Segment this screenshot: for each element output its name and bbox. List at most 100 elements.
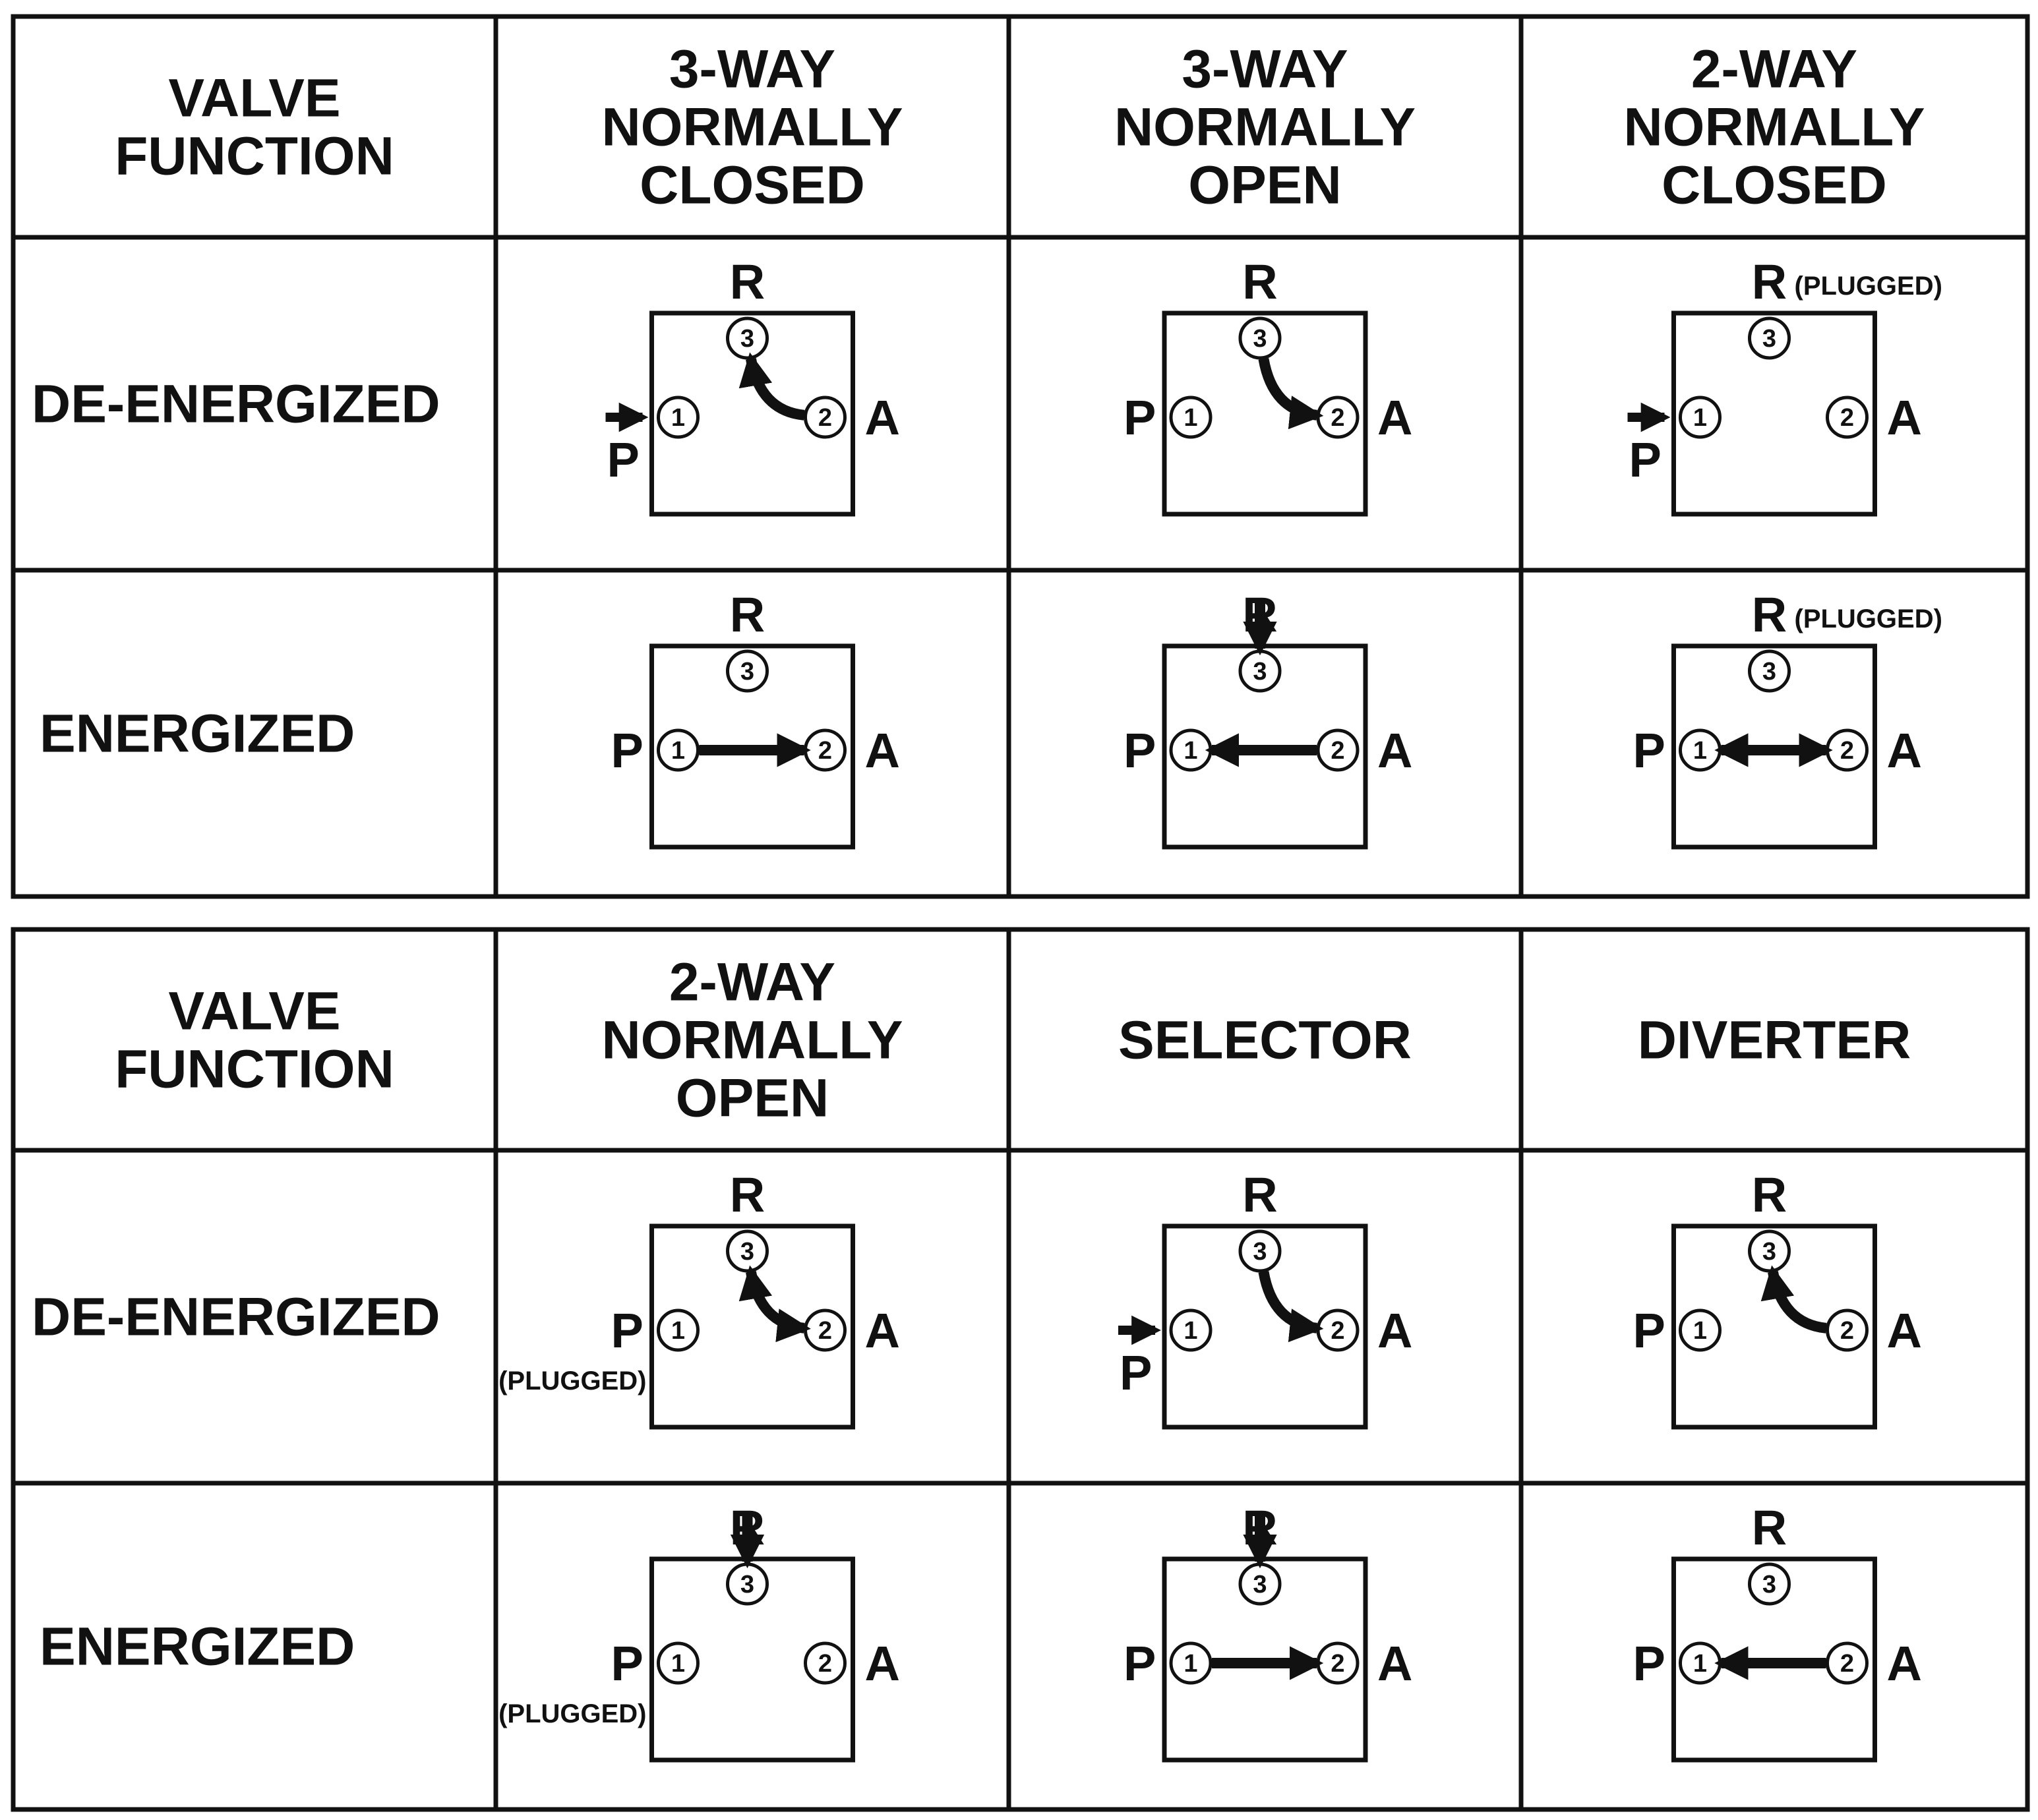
- port-letter-r: R: [1752, 587, 1787, 642]
- port-letter-a: A: [1377, 723, 1412, 778]
- port-letter-a: A: [1377, 1636, 1412, 1691]
- header-valve-function: VALVE: [168, 69, 340, 129]
- port-3-number: 3: [740, 1238, 754, 1266]
- header-valve-function: FUNCTION: [115, 127, 394, 187]
- port-letter-a: A: [865, 723, 900, 778]
- port-1-circle: [657, 1641, 700, 1685]
- column-header-1: CLOSED: [640, 156, 865, 216]
- port-1-number: 1: [671, 1317, 685, 1345]
- port-3-circle: [726, 649, 769, 693]
- port-3-number: 3: [1762, 1571, 1776, 1599]
- port-letter-p: P: [611, 1636, 644, 1691]
- port-letter-a: A: [1887, 1303, 1922, 1358]
- port-2-circle: [1826, 1641, 1869, 1685]
- port-3-number: 3: [1762, 1238, 1776, 1266]
- port-1-number: 1: [1184, 737, 1197, 765]
- row-label-energized: ENERGIZED: [40, 704, 355, 764]
- port-1-circle: [1169, 396, 1213, 439]
- flow-arrow-2-to-3: [1760, 1265, 1827, 1334]
- port-letter-r: R: [730, 254, 765, 309]
- valve-body: [649, 310, 855, 517]
- port-3-number: 3: [740, 325, 754, 353]
- column-header-2: 3-WAY: [1182, 40, 1348, 100]
- table-border: [11, 927, 2030, 1812]
- port-3-number: 3: [1253, 1238, 1267, 1266]
- port-letter-p: P: [1124, 1636, 1156, 1691]
- port-letter-r: R: [1242, 1167, 1277, 1222]
- valve-table-1: VALVEFUNCTION3-WAYNORMALLYCLOSED3-WAYNOR…: [11, 14, 2030, 899]
- port-letter-r: R: [730, 1167, 765, 1222]
- port-2-circle: [804, 396, 847, 439]
- port-2-number: 2: [1331, 404, 1344, 432]
- column-header-3: CLOSED: [1662, 156, 1887, 216]
- port-letter-a: A: [865, 1303, 900, 1358]
- valve-body: [1671, 1223, 1877, 1430]
- port-letter-a: A: [865, 1636, 900, 1691]
- port-3-number: 3: [1253, 1571, 1267, 1599]
- port-1-number: 1: [1693, 737, 1707, 765]
- port-2-number: 2: [1840, 404, 1854, 432]
- table-border: [11, 14, 2030, 899]
- port-1-number: 1: [1693, 404, 1707, 432]
- flow-arrow-3-to-2: [1258, 358, 1324, 430]
- p-plugged-note: (PLUGGED): [498, 1366, 646, 1395]
- port-letter-a: A: [1377, 390, 1412, 445]
- port-letter-p: P: [607, 432, 640, 487]
- port-1-number: 1: [671, 404, 685, 432]
- port-letter-p: P: [611, 1303, 644, 1358]
- port-1-number: 1: [1184, 1317, 1197, 1345]
- column-header-1: NORMALLY: [601, 98, 903, 158]
- port-1-circle: [1169, 1641, 1213, 1685]
- port-letter-r: R: [1242, 254, 1277, 309]
- port-3-number: 3: [1762, 325, 1776, 353]
- flow-arrow-3-to-2: [1258, 1271, 1324, 1343]
- port-2-circle: [804, 1641, 847, 1685]
- port-letter-a: A: [865, 390, 900, 445]
- port-letter-r: R: [1752, 254, 1787, 309]
- port-3-number: 3: [1762, 658, 1776, 686]
- row-label-energized: ENERGIZED: [40, 1617, 355, 1677]
- port-1-number: 1: [1693, 1650, 1707, 1678]
- port-2-circle: [1826, 1308, 1869, 1352]
- port-2-number: 2: [1331, 1650, 1344, 1678]
- port-3-circle: [1748, 649, 1791, 693]
- port-2-number: 2: [1840, 1317, 1854, 1345]
- port-1-circle: [1679, 396, 1722, 439]
- port-2-number: 2: [1840, 1650, 1854, 1678]
- valve-symbol-t2-r1-c1: 1 2 3 R A P (PLUGGED): [498, 1167, 900, 1430]
- column-header-2: NORMALLY: [1114, 98, 1416, 158]
- port-1-circle: [657, 396, 700, 439]
- port-letter-r: R: [730, 587, 765, 642]
- valve-body: [649, 643, 855, 850]
- port-3-circle: [1238, 316, 1282, 360]
- port-letter-p: P: [1633, 1636, 1665, 1691]
- port-2-number: 2: [1331, 1317, 1344, 1345]
- port-2-number: 2: [818, 1317, 832, 1345]
- r-plugged-note: (PLUGGED): [1795, 272, 1942, 301]
- port-2-circle: [1316, 728, 1360, 772]
- port-1-number: 1: [1184, 1650, 1197, 1678]
- port-letter-a: A: [1887, 1636, 1922, 1691]
- column-header-1: 2-WAY: [669, 953, 835, 1013]
- row-label-de-energized: DE-ENERGIZED: [32, 374, 440, 434]
- column-header-3: NORMALLY: [1623, 98, 1925, 158]
- port-3-number: 3: [740, 658, 754, 686]
- header-valve-function: FUNCTION: [115, 1040, 394, 1100]
- port-letter-a: A: [1887, 723, 1922, 778]
- column-header-1: OPEN: [676, 1069, 829, 1129]
- column-header-2: SELECTOR: [1118, 1011, 1412, 1071]
- port-1-circle: [657, 728, 700, 772]
- port-3-number: 3: [1253, 325, 1267, 353]
- port-2-number: 2: [818, 1650, 832, 1678]
